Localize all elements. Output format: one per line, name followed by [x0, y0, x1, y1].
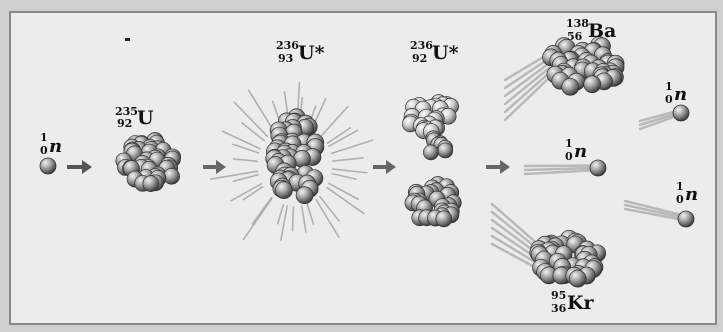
- svg-text:92: 92: [412, 52, 427, 65]
- neutron-emitted-top: [673, 105, 689, 121]
- svg-text:95: 95: [551, 289, 566, 302]
- svg-text:138: 138: [566, 17, 589, 30]
- svg-text:0: 0: [40, 144, 48, 157]
- label-barium: 138 56 Ba: [566, 17, 616, 43]
- label-krypton: 95 36 Kr: [551, 289, 595, 315]
- neutron-emitted-mid: [590, 160, 606, 176]
- svg-text:n: n: [685, 184, 698, 205]
- svg-text:U*: U*: [432, 42, 459, 64]
- svg-text:36: 36: [551, 302, 567, 315]
- neutron-incoming: [40, 158, 56, 174]
- svg-text:U*: U*: [298, 42, 325, 64]
- svg-text:1: 1: [565, 137, 573, 150]
- svg-text:236: 236: [276, 39, 299, 52]
- svg-text:n: n: [49, 136, 62, 157]
- label-u236-excited-b: 236 92 U*: [410, 39, 459, 65]
- svg-text:1: 1: [676, 180, 684, 193]
- neutron-emitted-bottom: [678, 211, 694, 227]
- label-neutron-top: 1 0 n: [665, 80, 687, 106]
- svg-text:236: 236: [410, 39, 433, 52]
- svg-text:0: 0: [676, 193, 684, 206]
- svg-text:1: 1: [665, 80, 673, 93]
- svg-text:56: 56: [567, 30, 583, 43]
- nucleus-u236-excited: [266, 109, 324, 204]
- svg-text:0: 0: [665, 93, 673, 106]
- svg-text:U: U: [137, 107, 154, 129]
- svg-text:92: 92: [117, 117, 132, 130]
- stray-mark: [125, 38, 130, 41]
- svg-text:1: 1: [40, 131, 48, 144]
- svg-text:Ba: Ba: [588, 20, 616, 42]
- svg-text:Kr: Kr: [567, 292, 595, 314]
- svg-text:93: 93: [278, 52, 293, 65]
- svg-text:0: 0: [565, 150, 573, 163]
- label-u236-excited-a: 236 93 U*: [276, 39, 325, 65]
- svg-text:n: n: [574, 141, 587, 162]
- label-neutron-bottom: 1 0 n: [676, 180, 698, 206]
- svg-text:n: n: [674, 84, 687, 105]
- label-neutron-mid: 1 0 n: [565, 137, 587, 163]
